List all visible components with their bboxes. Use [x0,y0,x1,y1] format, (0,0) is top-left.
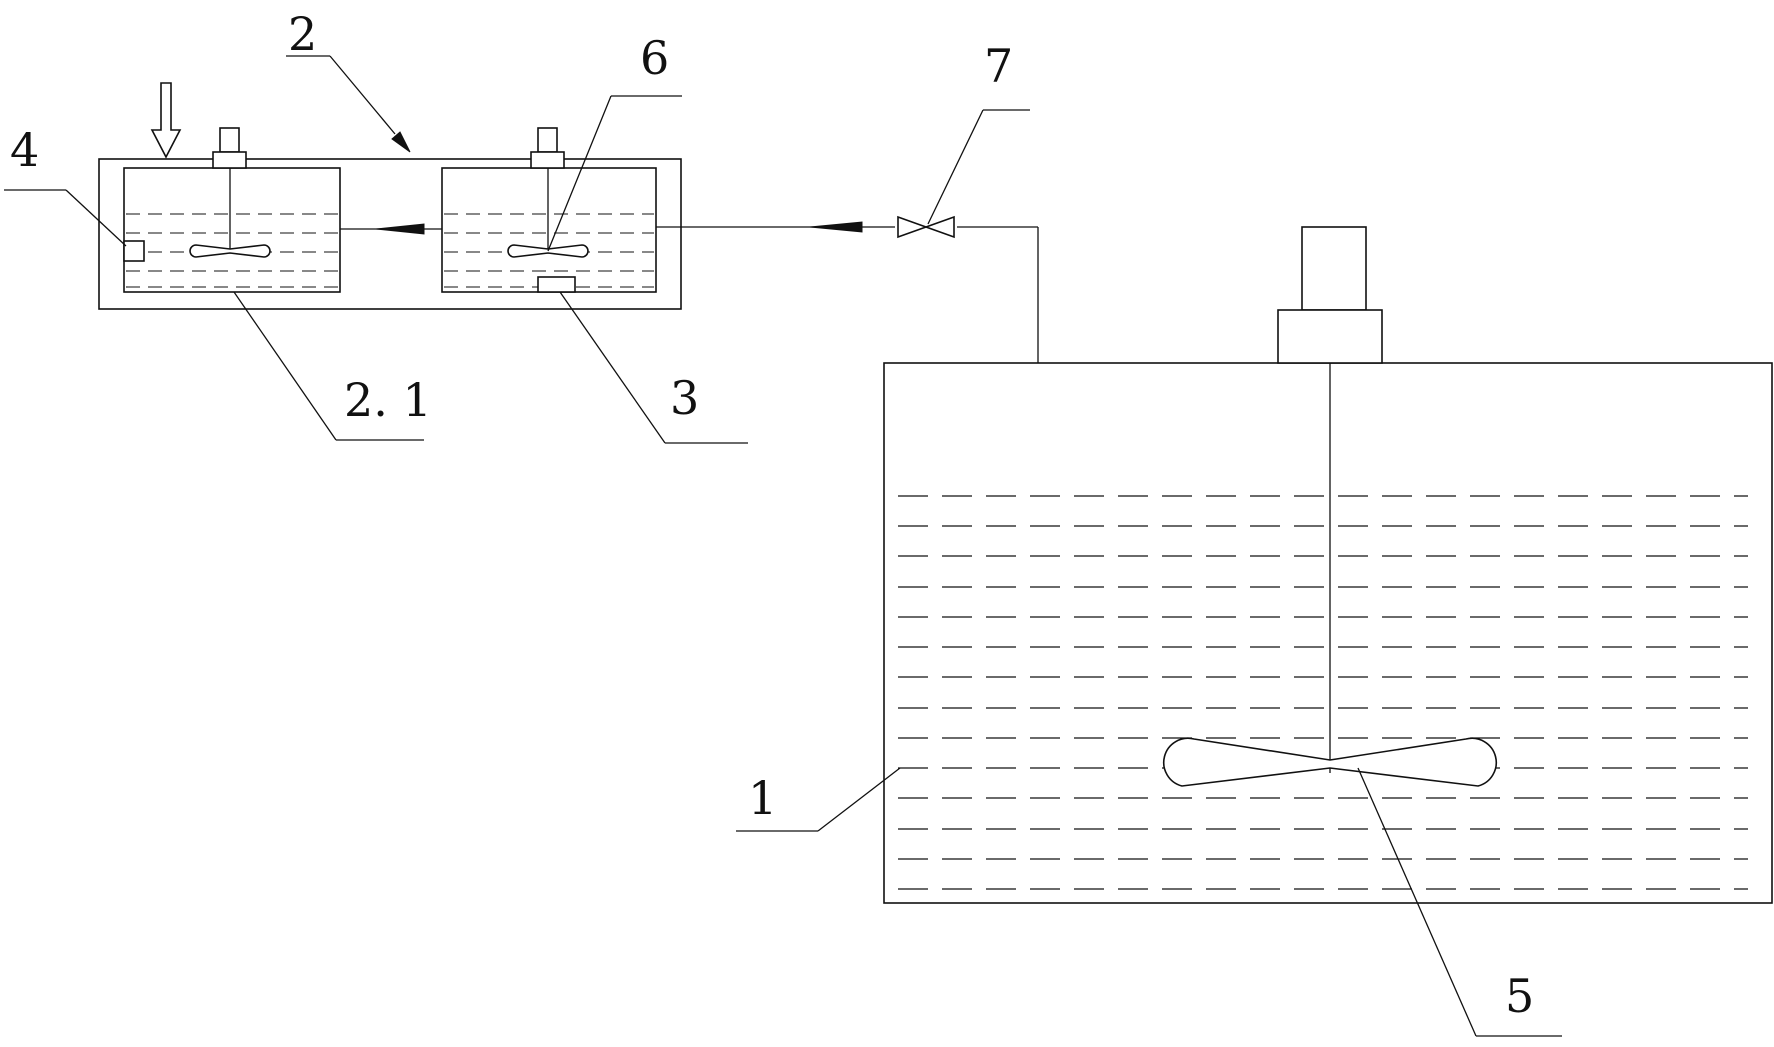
motor-icon [530,127,565,169]
impeller-icon [1162,737,1498,787]
tank-2-1-body [123,167,341,293]
component-3 [537,276,576,293]
flow-arrow-icon [375,223,425,235]
tank-right-body [441,167,657,293]
impeller-icon [189,244,271,258]
leader-lines [4,55,1562,1037]
label-3: 3 [670,371,699,425]
sensor-4 [123,240,145,262]
label-2: 2 [288,7,317,61]
label-6: 6 [640,31,669,85]
tank-right [441,127,657,293]
valve-icon [897,215,955,239]
pretreatment-housing [98,158,682,310]
motor-icon [212,127,247,169]
label-7: 7 [984,39,1013,93]
label-5: 5 [1505,969,1534,1023]
label-2-1: 2. 1 [344,373,432,427]
pretreatment-unit [98,82,682,310]
outlet-pipe [656,215,1039,363]
down-arrow-icon [150,82,182,159]
motor-icon [1277,226,1383,364]
main-tank [883,226,1773,904]
liquid-lines [898,495,1748,890]
main-tank-body [883,362,1773,904]
flow-arrow-icon [809,221,863,233]
label-4: 4 [10,123,39,177]
label-1: 1 [748,771,777,825]
tank-2-1 [123,127,341,293]
